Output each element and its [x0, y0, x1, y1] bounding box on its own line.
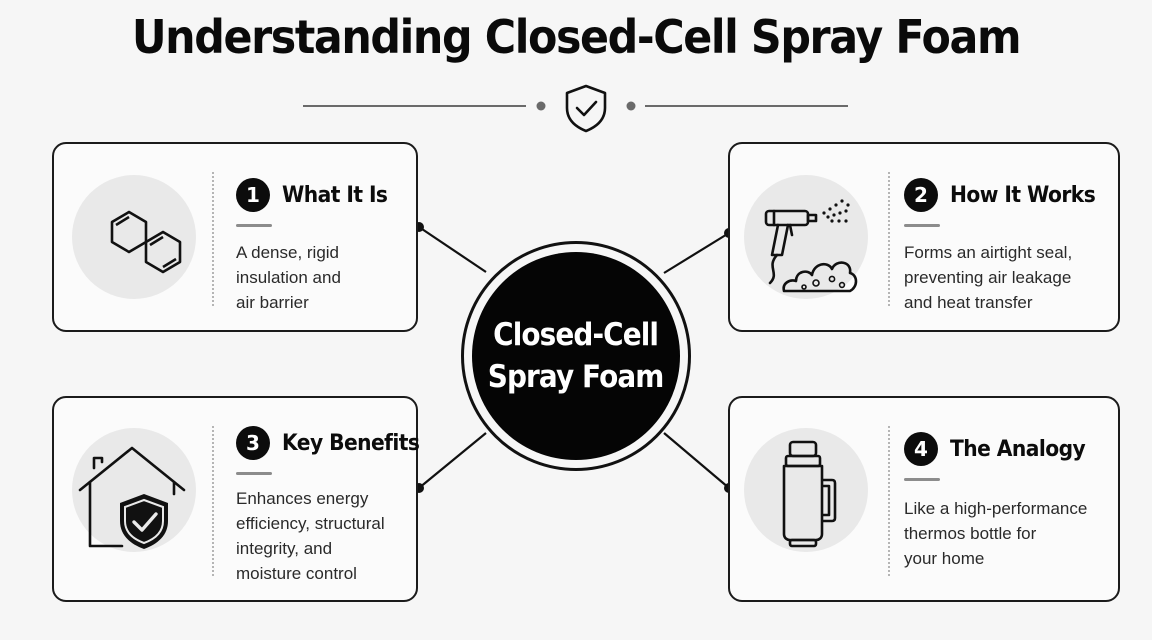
spray-gun-icon	[764, 199, 858, 293]
page-title: Understanding Closed-Cell Spray Foam	[131, 10, 1022, 64]
card-body-line: preventing air leakage	[904, 268, 1072, 287]
molecule-icon	[110, 210, 182, 274]
card-icon-disc	[72, 175, 196, 299]
card-icon-disc	[744, 428, 868, 552]
card-body: Enhances energy efficiency, structural i…	[236, 486, 412, 586]
card-title: What It Is	[282, 182, 388, 208]
card-body-line: integrity, and	[236, 539, 333, 558]
number-badge: 3	[236, 426, 270, 460]
card-body-line: Like a high-performance	[904, 499, 1088, 518]
title-ornament	[303, 84, 848, 133]
card-heading: 4 The Analogy	[904, 432, 1097, 466]
card-body-line: moisture control	[236, 564, 357, 583]
card-title: How It Works	[950, 182, 1096, 208]
card-body-line: air barrier	[236, 293, 309, 312]
card-heading: 3 Key Benefits	[236, 426, 431, 460]
card-body-line: Forms an airtight seal,	[904, 243, 1073, 262]
card-icon-disc	[744, 175, 868, 299]
center-hub-disc: Closed-Cell Spray Foam	[472, 252, 680, 460]
card-body: Like a high-performance thermos bottle f…	[904, 496, 1114, 571]
card-body-line: A dense, rigid	[236, 243, 340, 262]
card-the-analogy: 4 The Analogy Like a high-performance th…	[728, 396, 1120, 602]
card-body: A dense, rigid insulation and air barrie…	[236, 240, 412, 315]
card-divider	[212, 172, 214, 306]
card-body-line: efficiency, structural	[236, 514, 385, 533]
card-rule	[904, 478, 940, 481]
card-body-line: and heat transfer	[904, 293, 1033, 312]
card-body-line: your home	[904, 549, 985, 568]
card-body: Forms an airtight seal, preventing air l…	[904, 240, 1114, 315]
card-rule	[904, 224, 940, 227]
center-label-line1: Closed-Cell	[493, 317, 660, 353]
shield-check-icon	[565, 84, 607, 133]
card-divider	[888, 426, 890, 576]
card-heading: 1 What It Is	[236, 178, 397, 212]
card-body-line: insulation and	[236, 268, 341, 287]
number-badge: 1	[236, 178, 270, 212]
center-label-line2: Spray Foam	[488, 359, 665, 395]
card-how-it-works: 2 How It Works Forms an airtight seal, p…	[728, 142, 1120, 332]
card-rule	[236, 224, 272, 227]
center-hub: Closed-Cell Spray Foam	[461, 241, 691, 471]
number-badge: 4	[904, 432, 938, 466]
card-key-benefits: 3 Key Benefits Enhances energy efficienc…	[52, 396, 420, 602]
card-divider	[212, 426, 214, 576]
house-shield-icon	[78, 446, 186, 549]
thermos-icon	[782, 440, 837, 548]
card-divider	[888, 172, 890, 306]
card-body-line: thermos bottle for	[904, 524, 1037, 543]
card-heading: 2 How It Works	[904, 178, 1108, 212]
number-badge: 2	[904, 178, 938, 212]
card-body-line: Enhances energy	[236, 489, 369, 508]
card-title: The Analogy	[950, 436, 1086, 462]
card-title: Key Benefits	[282, 430, 420, 456]
card-rule	[236, 472, 272, 475]
card-what-it-is: 1 What It Is A dense, rigid insulation a…	[52, 142, 418, 332]
card-icon-disc	[72, 428, 196, 552]
